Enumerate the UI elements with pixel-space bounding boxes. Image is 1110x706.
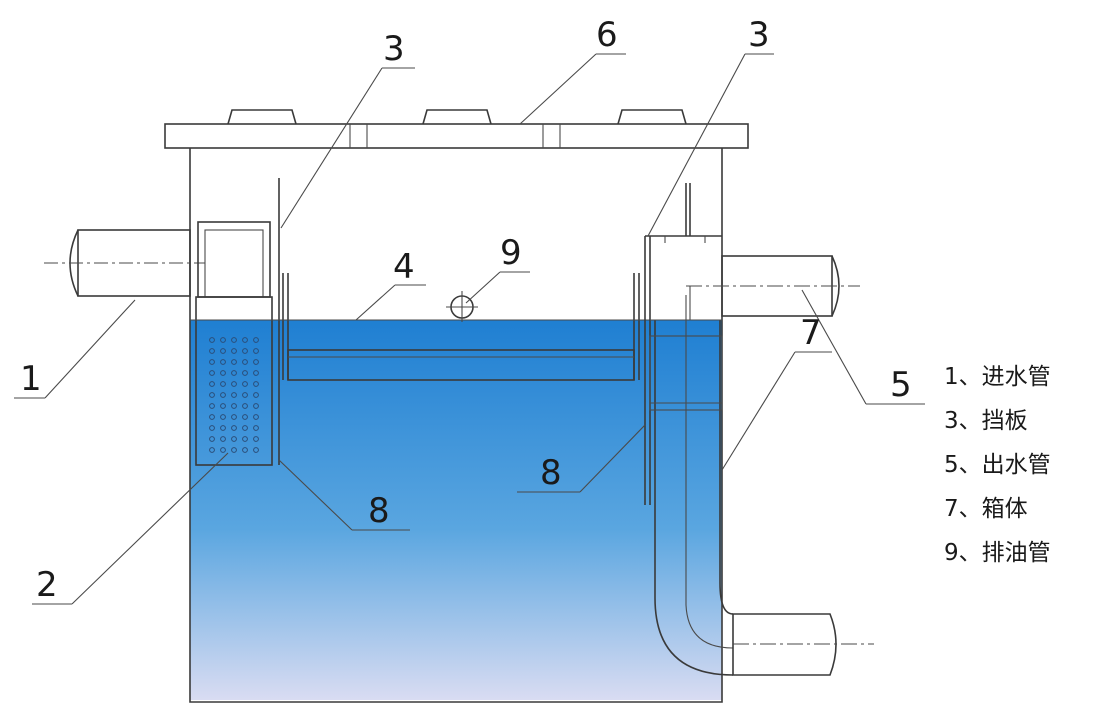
strainer-hole	[231, 403, 237, 409]
strainer-hole	[209, 370, 215, 376]
strainer-hole	[220, 414, 226, 420]
strainer-hole	[242, 436, 248, 442]
strainer-hole	[231, 381, 237, 387]
strainer-hole	[231, 348, 237, 354]
callout-6: 6	[596, 15, 618, 55]
oil-tray	[282, 273, 640, 381]
strainer-hole	[209, 403, 215, 409]
leader-lines	[14, 53, 925, 605]
strainer-hole	[253, 359, 259, 365]
callout-7: 7	[800, 313, 822, 353]
strainer-hole	[231, 414, 237, 420]
strainer-hole	[242, 381, 248, 387]
strainer-hole	[253, 447, 259, 453]
callout-2: 2	[36, 565, 58, 605]
tank-cover	[164, 109, 749, 149]
strainer-hole	[209, 348, 215, 354]
strainer-hole	[220, 381, 226, 387]
callout-9: 9	[500, 233, 522, 273]
strainer-hole	[253, 370, 259, 376]
callout-5: 5	[890, 365, 912, 405]
legend-item: 1、进水管	[944, 364, 1051, 390]
strainer-hole	[231, 425, 237, 431]
strainer-hole	[253, 337, 259, 343]
bottom-outlet-pipe	[732, 613, 874, 676]
strainer-hole	[231, 370, 237, 376]
strainer-hole	[220, 403, 226, 409]
strainer-hole	[209, 337, 215, 343]
strainer-hole	[220, 436, 226, 442]
strainer-hole	[242, 359, 248, 365]
strainer-hole	[220, 392, 226, 398]
strainer-hole	[209, 381, 215, 387]
inlet-chamber	[195, 221, 273, 466]
strainer-hole	[253, 392, 259, 398]
strainer-hole	[209, 436, 215, 442]
strainer-hole	[242, 403, 248, 409]
strainer-hole	[220, 425, 226, 431]
tank-body	[189, 148, 723, 703]
strainer-hole	[209, 447, 215, 453]
cover-handle	[422, 109, 492, 125]
legend-item: 9、排油管	[944, 540, 1051, 566]
callout-8-right: 8	[540, 453, 562, 493]
callout-3-left: 3	[383, 29, 405, 69]
oil-drain-pipe-symbol	[446, 291, 478, 322]
callout-4: 4	[393, 247, 415, 287]
strainer-hole	[253, 403, 259, 409]
water-body	[190, 320, 722, 700]
strainer-hole	[231, 447, 237, 453]
strainer-hole	[231, 337, 237, 343]
outlet-pipe	[650, 255, 860, 321]
callout-3-right: 3	[748, 15, 770, 55]
strainer-hole	[253, 414, 259, 420]
strainer-hole	[209, 425, 215, 431]
strainer-hole	[209, 414, 215, 420]
cover-handle	[617, 109, 687, 125]
legend-item: 7、箱体	[944, 496, 1028, 522]
strainer-hole	[231, 359, 237, 365]
callout-8-left: 8	[368, 491, 390, 531]
strainer-hole	[253, 381, 259, 387]
strainer-hole	[242, 337, 248, 343]
strainer-hole	[231, 392, 237, 398]
strainer-hole	[220, 447, 226, 453]
strainer-basket	[209, 337, 259, 453]
strainer-hole	[242, 447, 248, 453]
legend-item: 3、挡板	[944, 408, 1028, 434]
strainer-hole	[220, 359, 226, 365]
strainer-hole	[220, 370, 226, 376]
inlet-pipe	[44, 229, 205, 297]
strainer-hole	[220, 348, 226, 354]
strainer-hole	[242, 414, 248, 420]
strainer-hole	[242, 370, 248, 376]
outlet-riser	[649, 295, 734, 676]
strainer-hole	[253, 425, 259, 431]
callout-1: 1	[20, 359, 42, 399]
strainer-hole	[253, 348, 259, 354]
strainer-hole	[242, 392, 248, 398]
strainer-hole	[242, 348, 248, 354]
cover-handle	[227, 109, 297, 125]
legend: 1、进水管 3、挡板 5、出水管 7、箱体 9、排油管	[944, 364, 1051, 566]
legend-item: 5、出水管	[944, 452, 1051, 478]
strainer-hole	[242, 425, 248, 431]
strainer-hole	[209, 392, 215, 398]
strainer-hole	[253, 436, 259, 442]
strainer-hole	[231, 436, 237, 442]
strainer-hole	[209, 359, 215, 365]
strainer-hole	[220, 337, 226, 343]
